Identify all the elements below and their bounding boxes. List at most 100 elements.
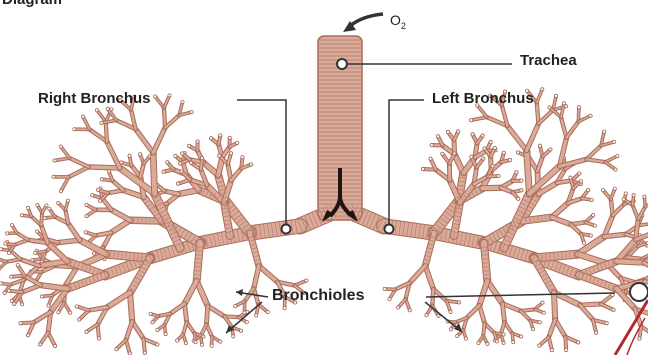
airway-ring [484, 275, 490, 276]
alveolus-tip [164, 332, 167, 335]
alveolus-tip [53, 159, 56, 162]
airway-segment [153, 153, 154, 194]
alveolus-tip [57, 201, 60, 204]
alveolus-tip [151, 321, 154, 324]
alveolus-tip [595, 331, 598, 334]
lung-edge-curve-inner [627, 318, 645, 355]
airway-ring [484, 279, 490, 280]
alveolus-tip [99, 199, 102, 202]
alveolus-tip [20, 214, 23, 217]
alveolus-tip [470, 155, 473, 158]
airway-segment [502, 304, 504, 322]
alveolus-tip [397, 306, 400, 309]
alveolus-tip [162, 170, 165, 173]
cropped-heading: Diagram [2, 0, 62, 8]
alveolus-tip [36, 203, 39, 206]
alveolus-tip [3, 291, 6, 294]
alveolus-tip [590, 198, 593, 201]
alveolus-tip [255, 314, 258, 317]
alveolus-tip [605, 322, 608, 325]
airway-ring [483, 263, 489, 264]
alveolus-tip [210, 137, 213, 140]
airway-segment [554, 293, 555, 320]
alveolus-tip [578, 172, 581, 175]
airway-segment [487, 281, 502, 304]
airway-segment [208, 306, 225, 316]
alveolus-tip [638, 337, 641, 340]
bronchioles-pointer-4 [426, 293, 615, 297]
alveolus-tip [45, 204, 48, 207]
airway-segment [68, 223, 80, 240]
airway-segment [107, 293, 130, 308]
alveolus-tip [577, 106, 580, 109]
alveolus-tip [250, 163, 253, 166]
alveolus-tip [27, 334, 30, 337]
alveolus-tip [189, 161, 192, 164]
alveolus-tip [457, 130, 460, 133]
alveolus-tip [643, 195, 646, 198]
alveolus-tip [85, 203, 88, 206]
alveolus-tip [156, 328, 159, 331]
alveolus-tip [84, 231, 87, 234]
alveolus-tip [388, 298, 391, 301]
alveolus-tip [441, 152, 444, 155]
alveolus-tip [486, 342, 489, 345]
airway-segment [552, 203, 568, 217]
alveolus-tip [100, 178, 103, 181]
alveolus-tip [538, 344, 541, 347]
airway-segment [259, 266, 278, 282]
oxygen-arrow [350, 14, 383, 26]
airway-segment [61, 177, 69, 191]
alveolus-tip [517, 197, 520, 200]
airway-segment [580, 304, 601, 305]
right-bronchus-pointer [237, 100, 286, 224]
alveolus-tip [481, 134, 484, 137]
alveolus-tip [613, 187, 616, 190]
alveolus-tip [240, 329, 243, 332]
airway-ring [195, 263, 201, 264]
airway-segment [467, 305, 480, 317]
airway-segment [185, 281, 197, 304]
alveolus-tip [464, 337, 467, 340]
alveolus-tip [168, 94, 171, 97]
alveolus-tip [601, 189, 604, 192]
alveolus-tip [85, 214, 88, 217]
alveolus-tip [57, 311, 60, 314]
alveolus-tip [603, 130, 606, 133]
alveolus-tip [538, 144, 541, 147]
alveolus-tip [40, 295, 43, 298]
alveolus-tip [582, 241, 585, 244]
alveolus-tip [176, 182, 179, 185]
alveolus-tip [100, 121, 103, 124]
alveolus-tip [383, 287, 386, 290]
alveolus-tip [541, 88, 544, 91]
alveolus-tip [520, 189, 523, 192]
alveolus-tip [508, 158, 511, 161]
alveolus-tip [92, 252, 95, 255]
alveolus-tip [187, 144, 190, 147]
alveolus-tip [48, 207, 51, 210]
alveolus-tip [542, 311, 545, 314]
alveolus-tip [47, 304, 50, 307]
alveolus-tip [0, 248, 3, 251]
alveolus-tip [106, 107, 109, 110]
alveolus-tip [520, 179, 523, 182]
airway-ring [196, 255, 202, 256]
airway-ring [482, 255, 488, 256]
alveolus-tip [6, 232, 9, 235]
alveolus-tip [569, 176, 572, 179]
alveolus-tip [531, 328, 534, 331]
alveolus-tip [97, 337, 100, 340]
alveolus-tip [446, 130, 449, 133]
alveolus-tip [229, 152, 232, 155]
alveolus-tip [66, 199, 69, 202]
airway-segment [580, 305, 593, 320]
alveolus-tip [489, 140, 492, 143]
alveolus-tip [283, 306, 286, 309]
airway-segment [165, 115, 179, 128]
airway-segment [143, 339, 144, 353]
alveolus-tip [512, 341, 515, 344]
airway-segment [89, 167, 120, 168]
alveolus-tip [457, 301, 460, 304]
trachea-pointer-dot [337, 59, 347, 69]
